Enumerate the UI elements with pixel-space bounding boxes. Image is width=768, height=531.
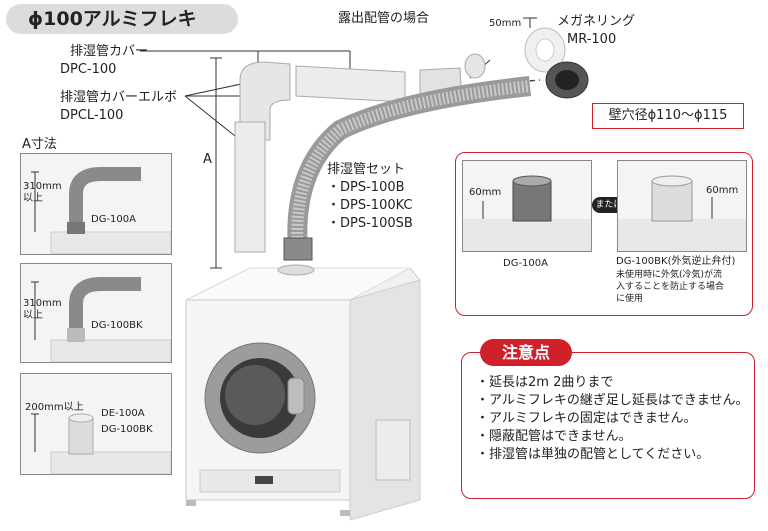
dim-a-label: A xyxy=(203,152,212,167)
compare-left-model: DG-100A xyxy=(503,258,548,269)
caution-list: ・延長は2m 2曲りまで ・アルミフレキの継ぎ足し延長はできません。 ・アルミフ… xyxy=(476,374,758,464)
megane-ring-label: メガネリング xyxy=(557,14,636,29)
caution-item: ・延長は2m 2曲りまで xyxy=(476,375,614,390)
thumb-model: DG-100A xyxy=(91,214,136,225)
vent-set-model: ・DPS-100B xyxy=(327,180,405,195)
pipe-cover-elbow-shape xyxy=(239,61,291,141)
thumb-model: DG-100BK xyxy=(101,424,153,435)
megane-ring-dim: 50mm xyxy=(489,18,522,29)
compare-note: 未使用時に外気(冷気)が流 xyxy=(616,270,723,280)
wall-hole-box: 壁穴径ϕ110～ϕ115 xyxy=(592,103,744,129)
page-title: ϕ100アルミフレキ xyxy=(6,4,238,34)
pipe-cover-elbow-model: DPCL-100 xyxy=(60,108,124,123)
pipe-cover-label: 排湿管カバー xyxy=(70,44,149,59)
caution-item: ・排湿管は単独の配管としてください。 xyxy=(476,447,710,462)
thumb-dg-100bk: 310mm 以上 DG-100BK xyxy=(20,263,172,363)
exposed-piping-label: 露出配管の場合 xyxy=(338,11,430,26)
megane-ring-model: MR-100 xyxy=(567,32,617,47)
thumb-model: DE-100A xyxy=(101,408,145,419)
thumb-dg-100a: 310mm 以上 DG-100A xyxy=(20,153,172,255)
caution-item: ・隠蔽配管はできません。 xyxy=(476,429,632,444)
thumb-model: DG-100BK xyxy=(91,320,143,331)
caution-item: ・アルミフレキの固定はできません。 xyxy=(476,411,697,426)
pipe-cover-elbow-label: 排湿管カバーエルボ xyxy=(60,90,178,105)
dim-a-title: A寸法 xyxy=(22,137,57,152)
compare-dg-100a-image: 60mm xyxy=(462,160,592,252)
vent-set-model: ・DPS-100SB xyxy=(327,216,413,231)
pipe-cover-model: DPC-100 xyxy=(60,62,117,77)
compare-note: 入することを防止する場合 xyxy=(616,282,725,292)
vent-set-model: ・DPS-100KC xyxy=(327,198,413,213)
caution-title: 注意点 xyxy=(480,339,572,366)
caution-box xyxy=(461,352,755,499)
caution-item: ・アルミフレキの継ぎ足し延長はできません。 xyxy=(476,393,749,408)
vent-set-label: 排湿管セット xyxy=(327,162,406,177)
compare-dg-100bk-image: 60mm xyxy=(617,160,747,252)
compare-note: に使用 xyxy=(616,294,644,304)
pipe-cover-horizontal-shape xyxy=(295,65,406,103)
thumb-de-100a: 200mm以上 DE-100A DG-100BK xyxy=(20,373,172,475)
pipe-cover-vertical-shape xyxy=(234,121,266,253)
leader-line xyxy=(184,95,241,141)
compare-right-model: DG-100BK(外気逆止弁付) xyxy=(616,256,736,267)
